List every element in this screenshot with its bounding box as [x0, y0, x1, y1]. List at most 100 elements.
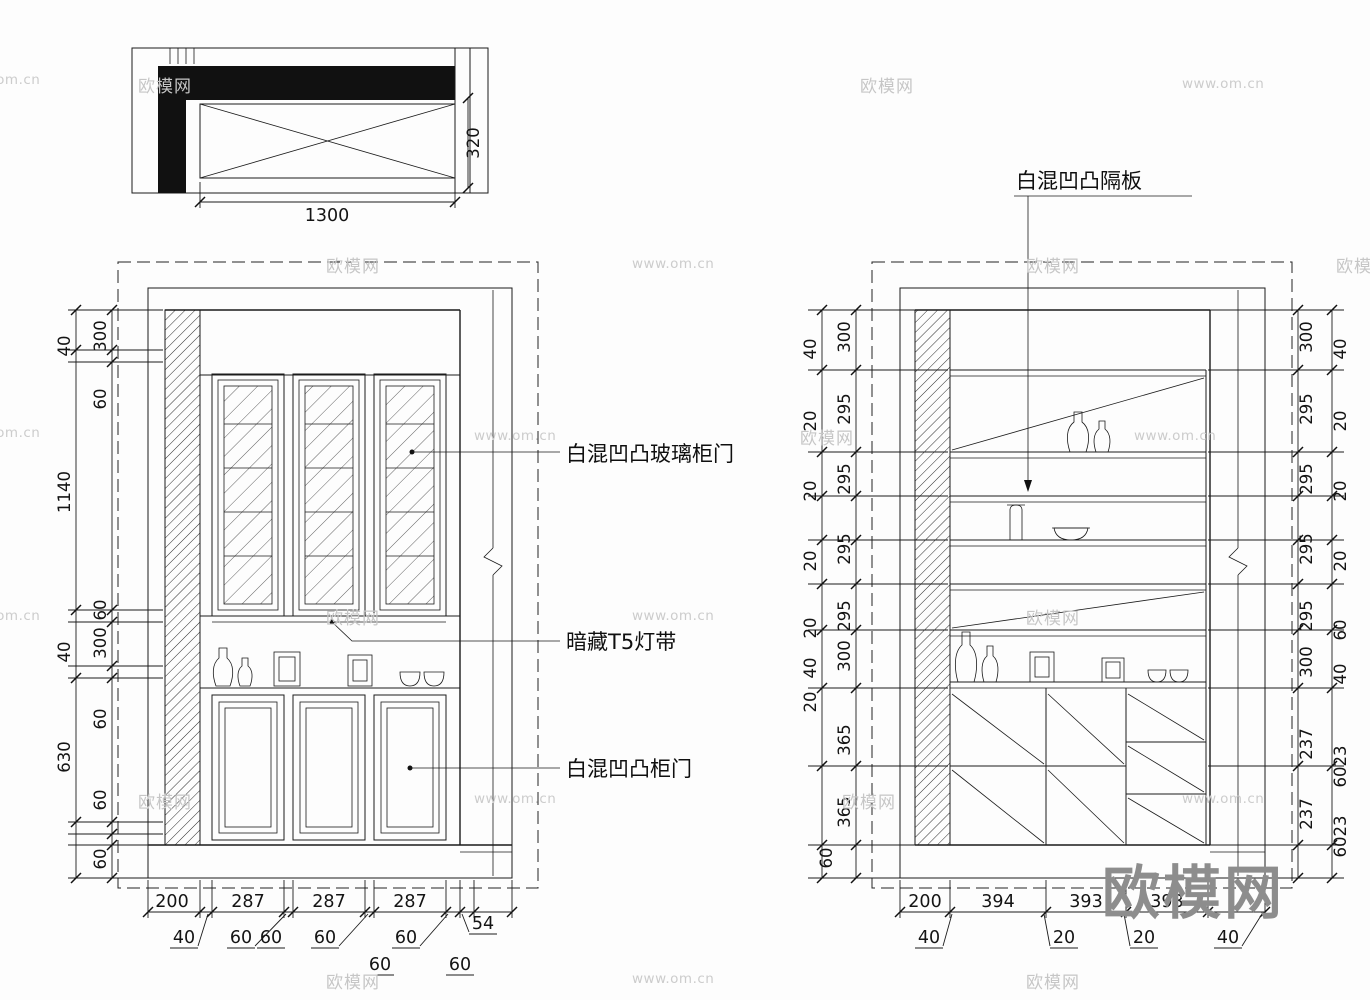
watermark-url: www.om.cn	[0, 425, 41, 441]
dim-label: 300	[1297, 321, 1316, 353]
dim-label: 20	[1133, 928, 1155, 948]
section-dims-left: 40 300 20 295 20 295 20 295 20 295 40 30…	[801, 304, 948, 884]
panel-door-2	[292, 694, 366, 841]
dim-label: 40	[1331, 339, 1350, 360]
dim-label: 630	[55, 741, 74, 773]
dim-label: 394	[981, 892, 1014, 912]
dim-label: 200	[155, 892, 188, 912]
dim-label: 40	[801, 339, 820, 360]
dim-label: 295	[1297, 533, 1316, 565]
watermark-url: www.om.cn	[1182, 76, 1265, 92]
shelf-label: 白混凹凸隔板	[1016, 169, 1142, 193]
dim-label: 295	[1297, 600, 1316, 632]
dim-label: 295	[835, 463, 854, 495]
dim-label: 287	[312, 892, 345, 912]
cabinet-door-label: 白混凹凸柜门	[566, 757, 692, 781]
watermark-url: www.om.cn	[0, 72, 41, 88]
dim-label: 40	[801, 658, 820, 679]
watermark-text: 欧模网	[1026, 973, 1080, 993]
dim-label: 40	[1331, 664, 1350, 685]
dim-label: 20	[801, 692, 820, 713]
dim-label: 60	[369, 955, 391, 975]
lower-compartments	[950, 688, 1206, 845]
panel-door-3	[373, 694, 447, 841]
dim-label: 60	[260, 928, 282, 948]
plan-dimensions: 1300 320	[194, 92, 483, 226]
watermark-text: 欧模网	[1026, 257, 1080, 277]
dim-label: 295	[835, 393, 854, 425]
dim-label: 287	[231, 892, 264, 912]
plan-depth-dim: 320	[464, 127, 483, 159]
watermark-text: 欧模网	[326, 973, 380, 993]
section-annotation: 白混凹凸隔板	[1014, 169, 1192, 492]
dim-label: 23	[1331, 816, 1350, 837]
dim-label: 60	[395, 928, 417, 948]
section-dims-bottom: 200 40 394 393 20 393 20 40	[894, 880, 1271, 949]
watermark-text: 欧模网	[326, 257, 380, 277]
dim-label: 60	[449, 955, 471, 975]
wall-section-hatch	[164, 309, 201, 846]
dim-label: 200	[908, 892, 941, 912]
dim-label: 23	[1331, 746, 1350, 767]
elevation-view	[117, 261, 539, 889]
dim-label: 60	[91, 389, 110, 410]
glass-door-label: 白混凹凸玻璃柜门	[566, 442, 734, 466]
dim-label: 365	[835, 796, 854, 828]
shelves	[950, 377, 1206, 689]
watermark-url: www.om.cn	[632, 256, 715, 272]
watermark-url: www.om.cn	[632, 608, 715, 624]
dim-label: 300	[91, 320, 110, 352]
dim-label: 300	[91, 627, 110, 659]
dim-label: 60	[1331, 837, 1350, 858]
dim-label: 60	[91, 600, 110, 621]
wall-section-hatch	[914, 309, 951, 846]
watermark-url: www.om.cn	[1134, 428, 1217, 444]
dim-label: 20	[1331, 481, 1350, 502]
site-logo: 欧模网	[1102, 859, 1286, 927]
dim-label: 60	[314, 928, 336, 948]
dim-label: 54	[472, 914, 494, 934]
dim-label: 60	[817, 848, 836, 869]
dim-label: 20	[801, 411, 820, 432]
decor-items-section	[954, 411, 1189, 683]
dim-label: 60	[91, 709, 110, 730]
plan-top-panel	[158, 66, 455, 100]
dim-label: 40	[173, 928, 195, 948]
section-dims-right: 300 40 295 20 295 20 295 20 295 60 300 4…	[1208, 304, 1350, 884]
plan-side-panel	[158, 66, 186, 193]
plan-view	[131, 47, 489, 194]
dim-label: 393	[1150, 892, 1183, 912]
section-view	[871, 261, 1293, 889]
watermark-url: www.om.cn	[632, 971, 715, 987]
dim-label: 40	[1217, 928, 1239, 948]
dim-label: 40	[55, 642, 74, 663]
elevation-dims-left: 40 300 60 1140 60 40 300 60 630 60 60	[55, 304, 163, 884]
glass-door-1	[211, 373, 285, 617]
dim-label: 60	[91, 849, 110, 870]
dim-label: 295	[1297, 393, 1316, 425]
watermark-text: 欧模网	[800, 429, 854, 449]
watermark-url: www.om.cn	[474, 428, 557, 444]
elevation-annotations: 白混凹凸玻璃柜门 暗藏T5灯带 白混凹凸柜门	[329, 442, 734, 781]
glass-door-2	[292, 373, 366, 617]
elevation-dims-bottom: 200 40 287 60 60 287 60 287 60 60 60 54	[142, 880, 518, 976]
dim-label: 20	[1331, 551, 1350, 572]
watermark-url: www.om.cn	[1182, 791, 1265, 807]
dim-label: 60	[1331, 767, 1350, 788]
dim-label: 300	[1297, 646, 1316, 678]
dim-label: 40	[55, 336, 74, 357]
dim-label: 20	[801, 551, 820, 572]
watermark-text: 欧模网	[860, 77, 914, 97]
dim-label: 237	[1297, 728, 1316, 760]
dim-label: 300	[835, 640, 854, 672]
dim-label: 60	[91, 790, 110, 811]
dim-label: 1140	[55, 471, 74, 513]
watermark-text: 欧模网	[842, 793, 896, 813]
decor-items-elevation	[212, 647, 445, 687]
watermark-text: 欧模网	[138, 77, 192, 97]
dim-label: 365	[835, 724, 854, 756]
dim-label: 60	[1331, 620, 1350, 641]
watermark-text: 欧模网	[1026, 609, 1080, 629]
